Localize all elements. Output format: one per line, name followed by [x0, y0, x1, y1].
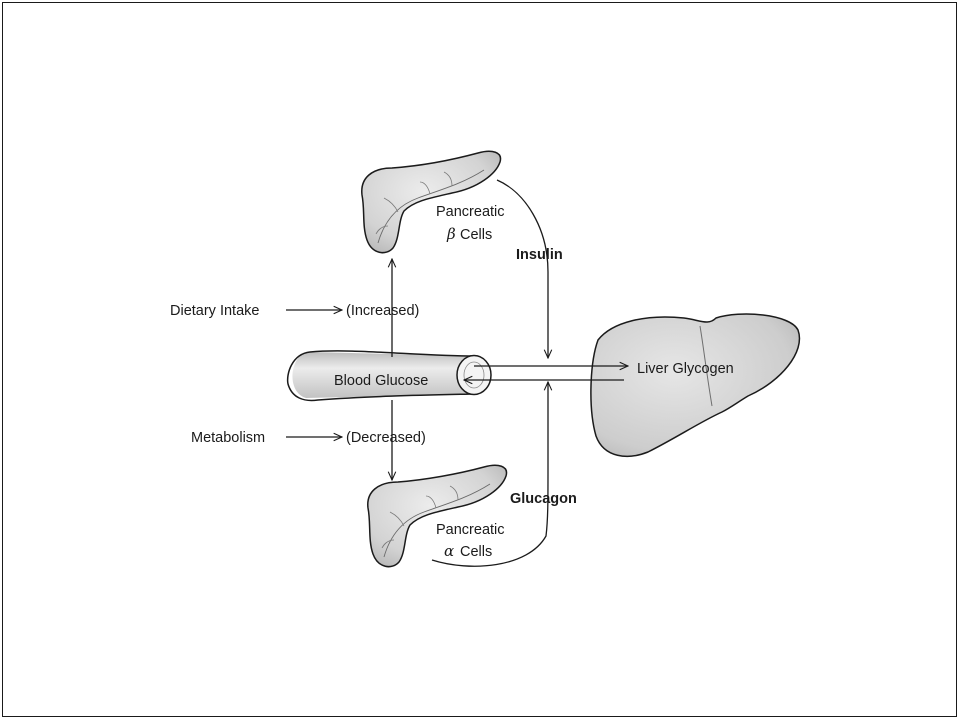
insulin-pathway-arrow [497, 180, 548, 358]
liver-illustration [591, 314, 800, 456]
label-alpha-cells-line1: Pancreatic [436, 522, 505, 538]
label-insulin: Insulin [516, 247, 563, 263]
label-increased: (Increased) [346, 303, 419, 319]
label-beta-cells-line1: Pancreatic [436, 204, 505, 220]
label-beta-cells-line2: Cells [460, 227, 492, 243]
label-decreased: (Decreased) [346, 430, 426, 446]
label-blood-glucose: Blood Glucose [334, 373, 428, 389]
label-metabolism: Metabolism [191, 430, 265, 446]
label-dietary-intake: Dietary Intake [170, 303, 259, 319]
label-liver-glycogen: Liver Glycogen [637, 361, 734, 377]
label-beta-symbol: β [446, 225, 456, 243]
label-alpha-cells-line2: Cells [460, 544, 492, 560]
label-glucagon: Glucagon [510, 491, 577, 507]
label-alpha-symbol: α [444, 542, 454, 560]
